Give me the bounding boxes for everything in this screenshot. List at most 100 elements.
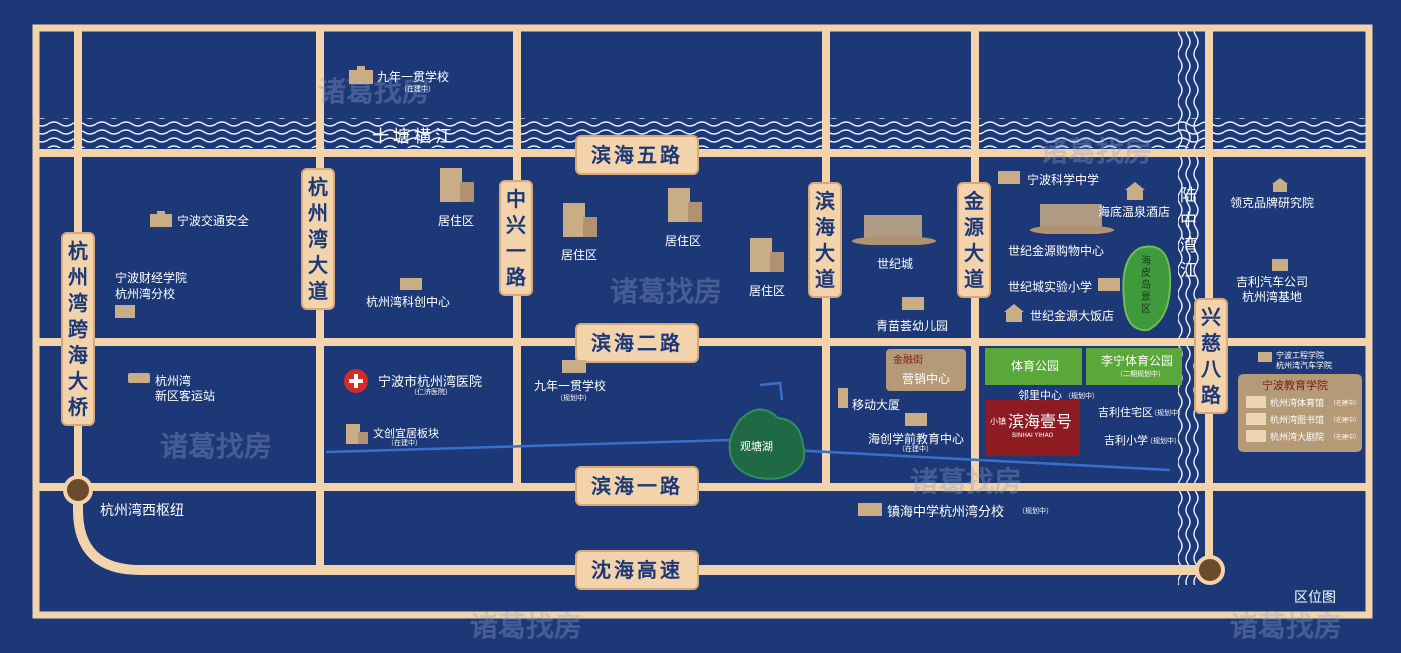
road-binhai-1: 滨海一路	[575, 466, 699, 506]
school-building-icon	[1098, 278, 1120, 291]
road-binhai-ave: 滨海大道	[808, 182, 842, 298]
watermark: 诸葛找房	[610, 275, 723, 308]
label-ningbo-traffic: 宁波交通安全	[177, 214, 250, 228]
note-zhenhai: （规划中）	[1018, 507, 1053, 515]
school-building-icon	[998, 171, 1020, 184]
east-hub-marker	[1195, 555, 1225, 585]
label-hospital: 宁波市杭州湾医院	[378, 375, 483, 390]
library-icon	[1246, 413, 1266, 425]
label-haipi-island: 海皮岛景区	[1141, 256, 1151, 315]
label-seabed-spa: 海底温泉酒店	[1098, 205, 1171, 219]
label-century-mall: 世纪金源购物中心	[1008, 244, 1105, 258]
apartment-icon	[563, 203, 597, 237]
road-xingci-8: 兴慈八路	[1194, 298, 1228, 414]
hotel-icon	[1004, 304, 1024, 322]
map-frame	[32, 24, 1373, 619]
label-residential: 居住区	[561, 248, 598, 262]
label-school-9yr-mid: 九年一贯学校	[534, 379, 607, 393]
label-bus-station-sub: 新区客运站	[155, 389, 216, 403]
label-ningbo-eng-sub: 杭州湾汽车学院	[1276, 361, 1332, 370]
watermark: 诸葛找房	[910, 465, 1023, 498]
label-geely-primary: 吉利小学	[1104, 434, 1148, 447]
label-library: 杭州湾图书馆	[1270, 416, 1325, 426]
sports-park-block	[985, 348, 1082, 385]
road-binhai-2: 滨海二路	[575, 323, 699, 363]
note-theater: （在建中）	[1330, 434, 1361, 441]
road-binhai-5: 滨海五路	[575, 135, 699, 175]
building-icon	[902, 297, 924, 310]
school-building-icon	[905, 413, 927, 426]
label-guantang-lake: 观塘湖	[740, 440, 773, 453]
label-project-small: 小镇	[990, 417, 1006, 426]
research-icon	[1272, 178, 1288, 192]
watermark: 诸葛找房	[160, 430, 273, 463]
label-lining-park: 李宁体育公园	[1101, 354, 1174, 368]
label-wenchuang: 文创宜居板块	[373, 427, 439, 440]
hospital-icon	[344, 369, 368, 393]
label-geely-residential: 吉利住宅区	[1098, 406, 1153, 419]
factory-icon	[1272, 259, 1288, 271]
building-icon	[150, 211, 172, 227]
note-library: （在建中）	[1330, 417, 1361, 424]
school-building-icon	[115, 305, 135, 318]
guantang-lake	[728, 408, 806, 480]
map-title: 区位图	[1294, 590, 1336, 606]
river-luzhongwan: 陆中湾江	[1180, 186, 1197, 281]
road-shenhai: 沈海高速	[575, 550, 699, 590]
note-geely-residential: （规划中）	[1150, 409, 1185, 417]
haipi-island-shape	[1122, 245, 1172, 332]
mall-icon	[1030, 204, 1114, 234]
school-building-icon	[349, 66, 373, 84]
hotel-icon	[1125, 182, 1145, 200]
label-residential: 居住区	[749, 284, 786, 298]
label-bus-station: 杭州湾	[155, 374, 192, 388]
apartment-icon	[750, 238, 784, 272]
label-gymnasium: 杭州湾体育馆	[1270, 399, 1325, 409]
label-ningbo-finance: 宁波财经学院	[115, 271, 188, 285]
label-ningbo-eng: 宁波工程学院	[1276, 351, 1324, 360]
label-project-name: 滨海壹号	[1008, 412, 1073, 431]
label-lynk-research: 领克品牌研究院	[1230, 196, 1315, 210]
shitang-river	[36, 118, 1369, 148]
theater-icon	[1246, 430, 1266, 442]
label-edu-college: 宁波教育学院	[1262, 379, 1328, 392]
label-west-hub: 杭州湾西枢纽	[100, 503, 184, 519]
label-geely-base: 杭州湾基地	[1242, 290, 1303, 304]
school-building-icon	[858, 503, 882, 516]
label-sports-park: 体育公园	[1011, 359, 1060, 373]
gymnasium-icon	[1246, 396, 1266, 408]
label-neighbor-center: 邻里中心	[1018, 389, 1062, 402]
project-block	[985, 400, 1080, 456]
note-school-9yr-mid: （规划中）	[556, 394, 591, 402]
building-icon	[400, 278, 422, 290]
watermark: 诸葛找房	[470, 610, 583, 643]
watermark: 诸葛找房	[318, 75, 431, 108]
sales-center-box	[886, 349, 966, 391]
label-ningbo-science: 宁波科学中学	[1027, 173, 1100, 187]
label-century-school: 世纪城实验小学	[1008, 280, 1093, 294]
label-century-city: 世纪城	[877, 257, 914, 271]
tower-icon	[838, 388, 848, 408]
label-qingmiao-kinder: 青苗荟幼儿园	[876, 319, 949, 333]
label-theater: 杭州湾大剧院	[1270, 433, 1325, 443]
apartment-icon	[346, 424, 368, 444]
label-residential: 居住区	[665, 234, 702, 248]
road-hangzhouwan-ave: 杭州湾大道	[301, 168, 335, 310]
label-zhenhai-school: 镇海中学杭州湾分校	[887, 505, 1005, 520]
label-century-hotel: 世纪金源大饭店	[1030, 309, 1115, 323]
shenhai-expressway	[73, 490, 1210, 575]
label-ningbo-finance-branch: 杭州湾分校	[115, 287, 176, 301]
note-wenchuang: （在建中）	[387, 439, 422, 447]
road-hangzhouwan-bridge: 杭州湾跨海大桥	[61, 232, 95, 426]
label-mobile-building: 移动大厦	[852, 398, 901, 412]
note-gymnasium: （在建中）	[1330, 400, 1361, 407]
edu-college-box	[1238, 374, 1362, 452]
note-lining-park: （二期规划中）	[1116, 370, 1165, 378]
apartment-icon	[668, 188, 702, 222]
luzhongwan-river	[1178, 30, 1200, 585]
label-residential: 居住区	[438, 214, 475, 228]
school-building-icon	[562, 360, 586, 373]
apartment-icon	[440, 168, 474, 202]
note-school-9yr-top: （在建中）	[400, 85, 435, 93]
